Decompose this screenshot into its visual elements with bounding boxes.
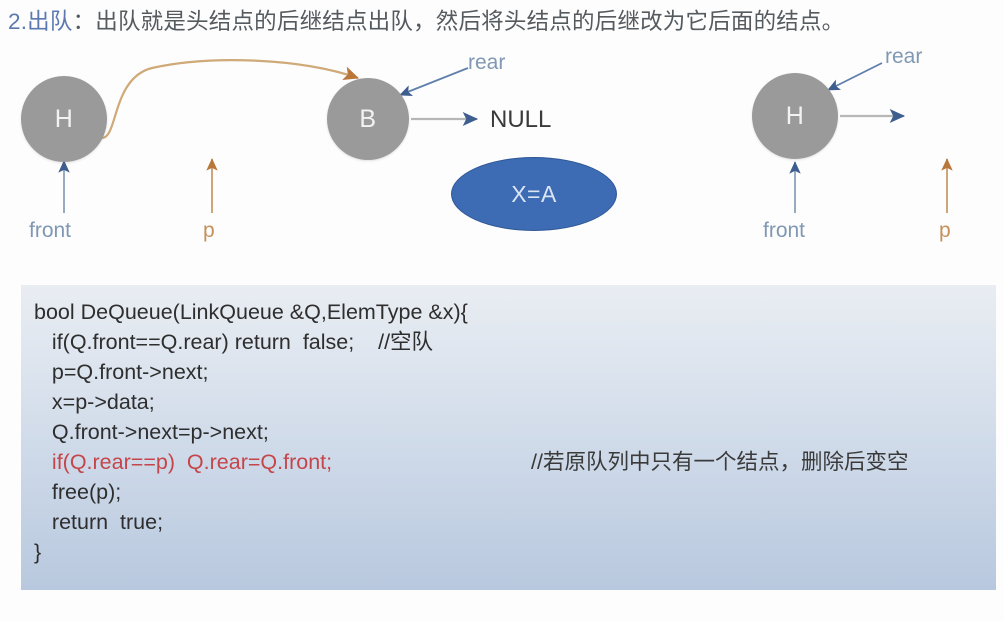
code-line: if(Q.front==Q.rear) return false; //空队 (34, 330, 434, 354)
p-label-right: p (939, 219, 951, 242)
node-head-left-label: H (54, 104, 74, 133)
value-assignment-bubble: X=A (451, 157, 617, 231)
null-label: NULL (490, 106, 552, 133)
curved-next-pointer-arrow (101, 59, 360, 140)
code-line: free(p); (34, 480, 122, 504)
value-assignment-text: X=A (511, 180, 557, 207)
front-label-left: front (29, 219, 72, 242)
rear-label-left: rear (468, 51, 506, 74)
diagram-connectors (58, 59, 953, 213)
code-line: return true; (34, 510, 164, 534)
node-b-label: B (359, 104, 377, 133)
rear-label-right: rear (885, 45, 923, 68)
code-line: p=Q.front->next; (34, 360, 209, 384)
code-line: } (34, 540, 42, 564)
diagram-stage: H B H X=A NULL rear front p rear front p (0, 42, 1004, 282)
code-panel: bool DeQueue(LinkQueue &Q,ElemType &x){ … (21, 285, 996, 590)
code-line: Q.front->next=p->next; (34, 420, 269, 444)
front-label-right: front (763, 219, 806, 242)
page-title-rest: ：出队就是头结点的后继结点出队，然后将头结点的后继改为它后面的结点。 (72, 9, 845, 34)
code-line: x=p->data; (34, 390, 155, 414)
code-line: bool DeQueue(LinkQueue &Q,ElemType &x){ (34, 300, 468, 324)
code-side-comment: //若原队列中只有一个结点，删除后变空 (531, 450, 909, 474)
page-title-prefix: 2.出队 (8, 9, 73, 34)
node-head-right-label: H (785, 101, 805, 130)
node-b: B (327, 78, 409, 160)
node-head-right: H (752, 73, 838, 159)
rear-arrow-left (399, 67, 469, 97)
code-listing: bool DeQueue(LinkQueue &Q,ElemType &x){ … (34, 297, 468, 567)
page-title: 2.出队：出队就是头结点的后继结点出队，然后将头结点的后继改为它后面的结点。 (8, 7, 998, 41)
code-line: if(Q.rear==p) Q.rear=Q.front; (34, 450, 333, 474)
p-label-left: p (203, 219, 215, 242)
rear-arrow-right (827, 62, 883, 91)
node-head-left: H (21, 76, 107, 162)
